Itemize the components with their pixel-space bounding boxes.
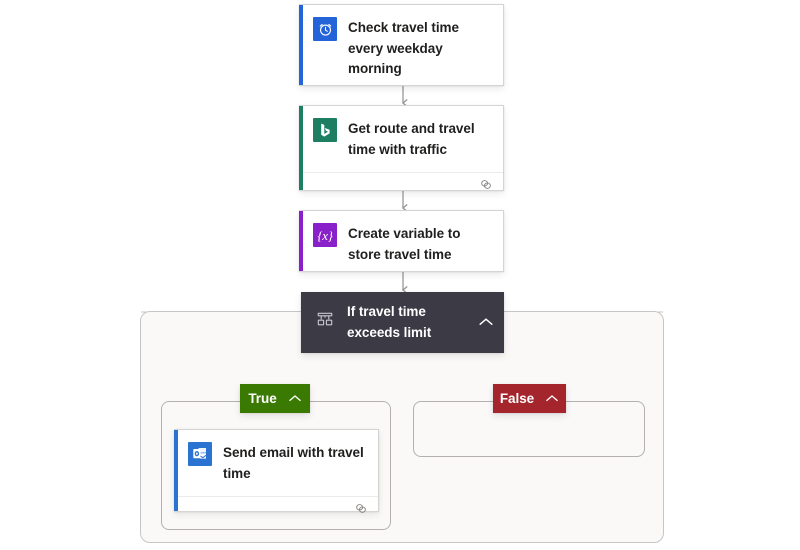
node-send-email[interactable]: Send email with travel time	[174, 429, 379, 513]
node-trigger-recurrence[interactable]: Check travel time every weekday morning	[299, 4, 504, 86]
variable-braces-icon: {x}	[313, 223, 337, 247]
node-title: Get route and travel time with traffic	[348, 121, 475, 157]
condition-header[interactable]: If travel time exceeds limit	[301, 292, 504, 353]
node-body: {x} Create variable to store travel time	[299, 211, 503, 277]
outlook-icon	[188, 442, 212, 466]
node-accent-bar	[174, 430, 178, 511]
chevron-up-icon[interactable]	[478, 314, 494, 332]
node-accent-bar	[299, 211, 303, 271]
node-title: Send email with travel time	[223, 445, 364, 481]
node-footer	[174, 496, 378, 523]
variable-glyph: {x}	[317, 227, 333, 243]
node-accent-bar	[299, 106, 303, 190]
connection-link-icon[interactable]	[354, 501, 368, 519]
node-accent-bar	[299, 5, 303, 85]
node-create-variable[interactable]: {x} Create variable to store travel time	[299, 210, 504, 272]
chevron-up-icon[interactable]	[288, 391, 302, 406]
bing-maps-icon	[313, 118, 337, 142]
node-body: Check travel time every weekday morning	[299, 5, 503, 92]
node-footer	[299, 172, 503, 199]
node-body: Get route and travel time with traffic	[299, 106, 503, 172]
branch-label-false[interactable]: False	[493, 384, 566, 413]
node-get-route[interactable]: Get route and travel time with traffic	[299, 105, 504, 191]
node-title: Check travel time every weekday morning	[348, 20, 459, 76]
node-body: Send email with travel time	[174, 430, 378, 496]
chevron-up-icon[interactable]	[545, 391, 559, 406]
alarm-clock-icon	[313, 17, 337, 41]
condition-branch-icon	[315, 310, 335, 335]
condition-title: If travel time exceeds limit	[347, 304, 432, 340]
branch-label-true[interactable]: True	[240, 384, 310, 413]
node-title: Create variable to store travel time	[348, 226, 461, 262]
branch-false-label: False	[499, 391, 535, 406]
branch-true-label: True	[248, 391, 277, 406]
connection-link-icon[interactable]	[479, 177, 493, 195]
